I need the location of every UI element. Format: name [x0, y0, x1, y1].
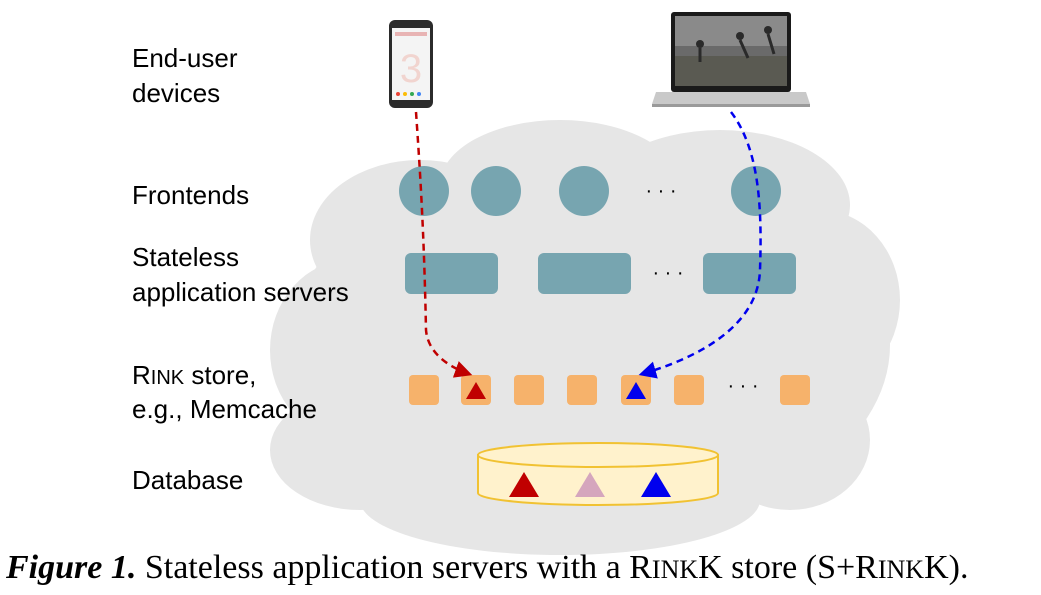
rink-node: [567, 375, 597, 405]
server-row: [405, 253, 796, 294]
rink-node: [514, 375, 544, 405]
frontend-ellipsis: · · ·: [645, 180, 676, 202]
smartphone-icon: 3: [389, 20, 433, 108]
rink-label-line2: e.g., Memcache: [132, 394, 317, 424]
svg-text:3: 3: [400, 47, 422, 91]
server-ellipsis: · · ·: [652, 262, 683, 284]
devices-label-line2: devices: [132, 78, 221, 108]
frontend-node: [559, 166, 609, 216]
rink-node: [674, 375, 704, 405]
server-node: [405, 253, 498, 294]
frontend-node: [399, 166, 449, 216]
rink-ellipsis: · · ·: [727, 375, 758, 397]
rink-label-line1: RINK store,: [132, 360, 257, 390]
red-request-arrow: [414, 111, 473, 378]
blue-triangle: [626, 382, 646, 399]
frontend-row: [399, 166, 781, 216]
db-blue-triangle: [641, 472, 671, 497]
server-node: [538, 253, 631, 294]
server-node: [703, 253, 796, 294]
rink-node: [780, 375, 810, 405]
db-pink-triangle: [575, 472, 605, 497]
database-cylinder: [477, 442, 719, 506]
devices-label-line1: End-user: [132, 43, 238, 73]
figure-number: Figure 1.: [6, 549, 137, 586]
db-red-triangle: [509, 472, 539, 497]
servers-label-line2: application servers: [132, 277, 349, 307]
database-label: Database: [132, 465, 244, 495]
blue-request-arrow: [638, 111, 762, 379]
laptop-icon: [652, 12, 810, 107]
figure-caption: Figure 1. Stateless application servers …: [6, 549, 969, 586]
rink-node: [409, 375, 439, 405]
servers-label-line1: Stateless: [132, 242, 239, 272]
frontend-node: [731, 166, 781, 216]
red-triangle: [466, 382, 486, 399]
frontend-node: [471, 166, 521, 216]
frontends-label: Frontends: [132, 180, 250, 210]
